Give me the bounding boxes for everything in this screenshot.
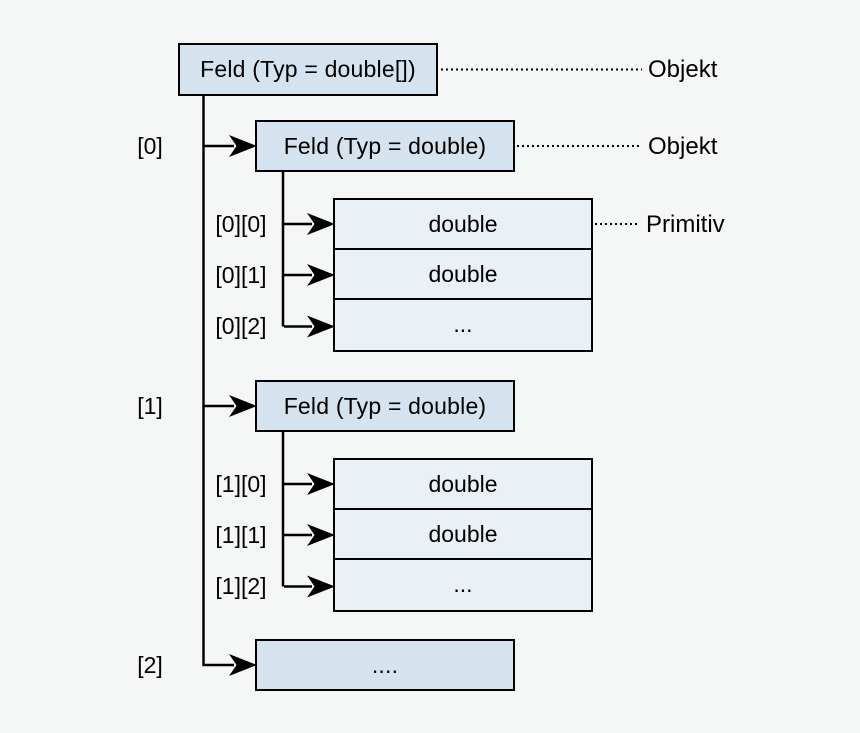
index-label-1-2: [1][2] bbox=[215, 573, 267, 599]
arrowhead-icon bbox=[307, 264, 335, 286]
branch-arrow-0 bbox=[204, 135, 257, 157]
arrowhead-icon bbox=[229, 654, 257, 676]
element-cell-1-2: ... bbox=[335, 558, 591, 608]
branch-arrow-2 bbox=[229, 654, 257, 676]
index-label-0-1: [0][1] bbox=[215, 262, 267, 288]
index-label-0-2: [0][2] bbox=[215, 313, 267, 339]
arrowhead-icon bbox=[307, 575, 335, 598]
group-2-label: .... bbox=[371, 651, 399, 678]
arrowhead-icon bbox=[229, 135, 257, 157]
arrowhead-icon bbox=[229, 395, 257, 417]
index-label-2: [2] bbox=[137, 652, 163, 678]
root-array-label: Feld (Typ = double[]) bbox=[200, 56, 416, 82]
annotation-primitiv: Primitiv bbox=[646, 210, 725, 238]
arrowhead-icon bbox=[307, 315, 335, 338]
element-value: double bbox=[428, 470, 498, 497]
group-0-box: Feld (Typ = double) bbox=[255, 120, 515, 172]
root-array-box: Feld (Typ = double[]) bbox=[178, 43, 438, 96]
arrowhead-icon bbox=[307, 524, 335, 546]
index-label-1-1: [1][1] bbox=[215, 522, 267, 548]
index-label-0: [0] bbox=[137, 133, 163, 159]
element-cell-1-0: double bbox=[335, 460, 591, 508]
group-1-element-table: double double ... bbox=[333, 458, 593, 612]
group-2-box: .... bbox=[255, 639, 515, 691]
annotation-objekt-root: Objekt bbox=[648, 56, 718, 83]
group-0-label: Feld (Typ = double) bbox=[283, 132, 487, 159]
element-cell-1-1: double bbox=[335, 508, 591, 558]
element-value: double bbox=[428, 260, 498, 287]
element-value: double bbox=[428, 210, 498, 237]
annotation-leaders bbox=[441, 68, 642, 225]
element-value: ... bbox=[453, 570, 473, 597]
index-label-1-0: [1][0] bbox=[215, 471, 267, 497]
index-label-1: [1] bbox=[137, 393, 163, 419]
group-1-box: Feld (Typ = double) bbox=[255, 380, 515, 432]
element-value: ... bbox=[453, 310, 473, 337]
trunk-connector bbox=[202, 95, 234, 667]
group-0-sub-connector bbox=[281, 171, 335, 338]
element-cell-0-1: double bbox=[335, 248, 591, 298]
element-value: double bbox=[428, 520, 498, 547]
element-cell-0-0: double bbox=[335, 200, 591, 248]
arrowhead-icon bbox=[307, 213, 335, 235]
arrowhead-icon bbox=[307, 473, 335, 495]
index-label-0-0: [0][0] bbox=[215, 211, 267, 237]
group-0-element-table: double double ... bbox=[333, 198, 593, 352]
group-1-sub-connector bbox=[281, 431, 335, 598]
element-cell-0-2: ... bbox=[335, 298, 591, 348]
branch-arrow-1 bbox=[204, 395, 257, 417]
annotation-objekt-group-0: Objekt bbox=[648, 132, 718, 160]
group-1-label: Feld (Typ = double) bbox=[283, 392, 487, 419]
